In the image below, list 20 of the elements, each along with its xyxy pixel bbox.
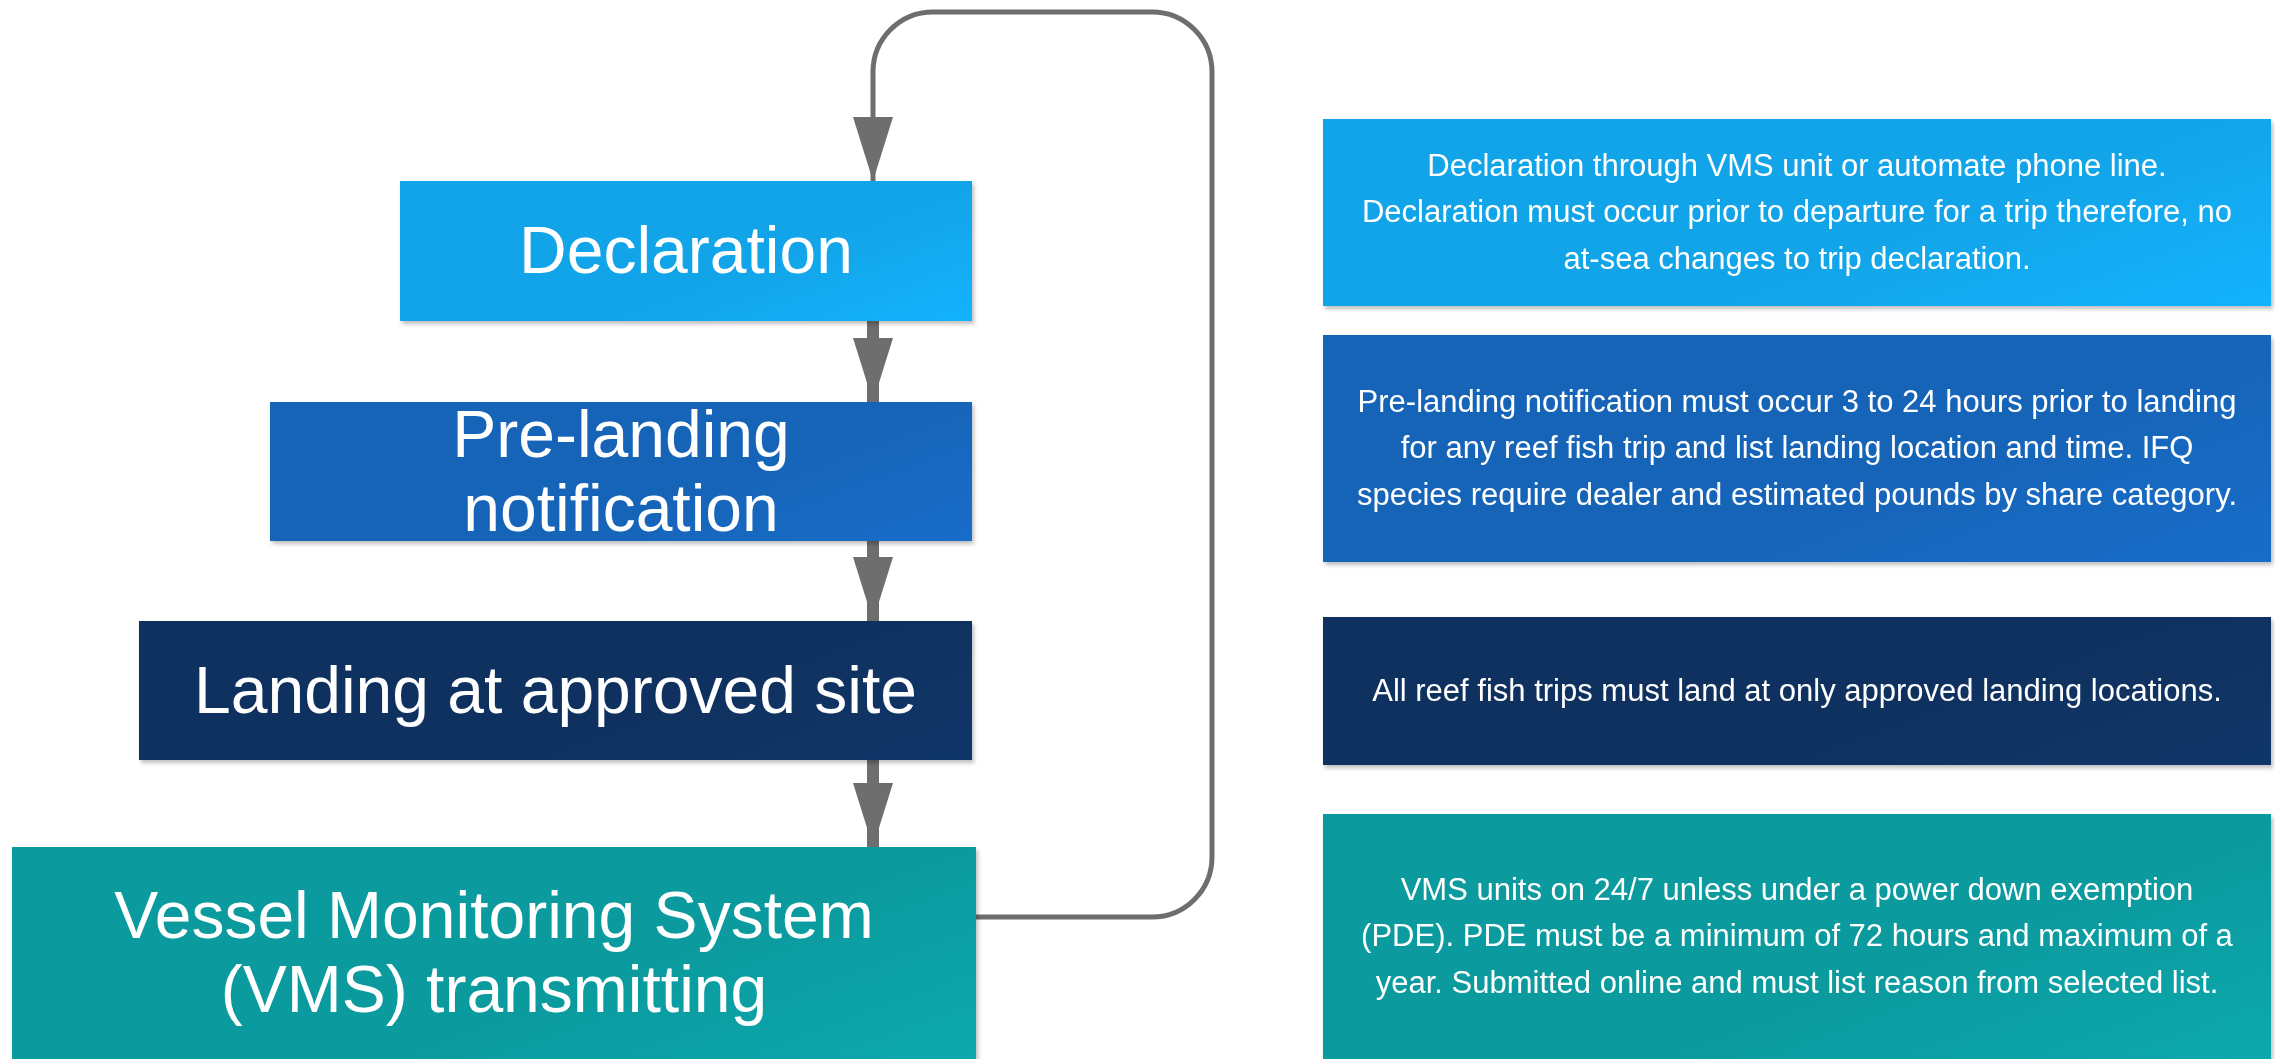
- note-box: [1323, 119, 2271, 306]
- note-text: All reef fish trips must land at only approved landing locations.: [1371, 671, 2223, 710]
- note-text: Declaration through VMS unit or automate phone line. Declaration must occur prior to departure for a trip therefore, no at-sea changes to trip declaration.: [1360, 146, 2234, 278]
- arrow: [853, 321, 893, 402]
- arrow: [853, 541, 893, 621]
- note-box: [1323, 814, 2271, 1059]
- step-label: Landing at approved site: [193, 653, 918, 728]
- step-label: Vessel Monitoring System (VMS) transmitting: [113, 879, 875, 1027]
- arrow: [853, 9, 1215, 920]
- note-text: Pre-landing notification must occur 3 to 24 hours prior to landing for any reef fish trip and list landing location and time. IFQ species require dealer and estimated pounds by share category.: [1356, 382, 2238, 514]
- process-box: [12, 847, 976, 1059]
- arrow: [853, 760, 893, 847]
- note-box: [1323, 617, 2271, 765]
- step-label: Declaration: [518, 214, 854, 288]
- note-text: VMS units on 24/7 unless under a power down exemption (PDE). PDE must be a minimum of 72 hours and maximum of a year. Submitted online and must list reason from selected list.: [1360, 870, 2234, 1002]
- step-label: Pre-landing notification: [451, 397, 791, 546]
- process-box: [400, 181, 972, 321]
- note-box: [1323, 335, 2271, 562]
- process-box: [139, 621, 972, 760]
- process-box: [270, 402, 972, 541]
